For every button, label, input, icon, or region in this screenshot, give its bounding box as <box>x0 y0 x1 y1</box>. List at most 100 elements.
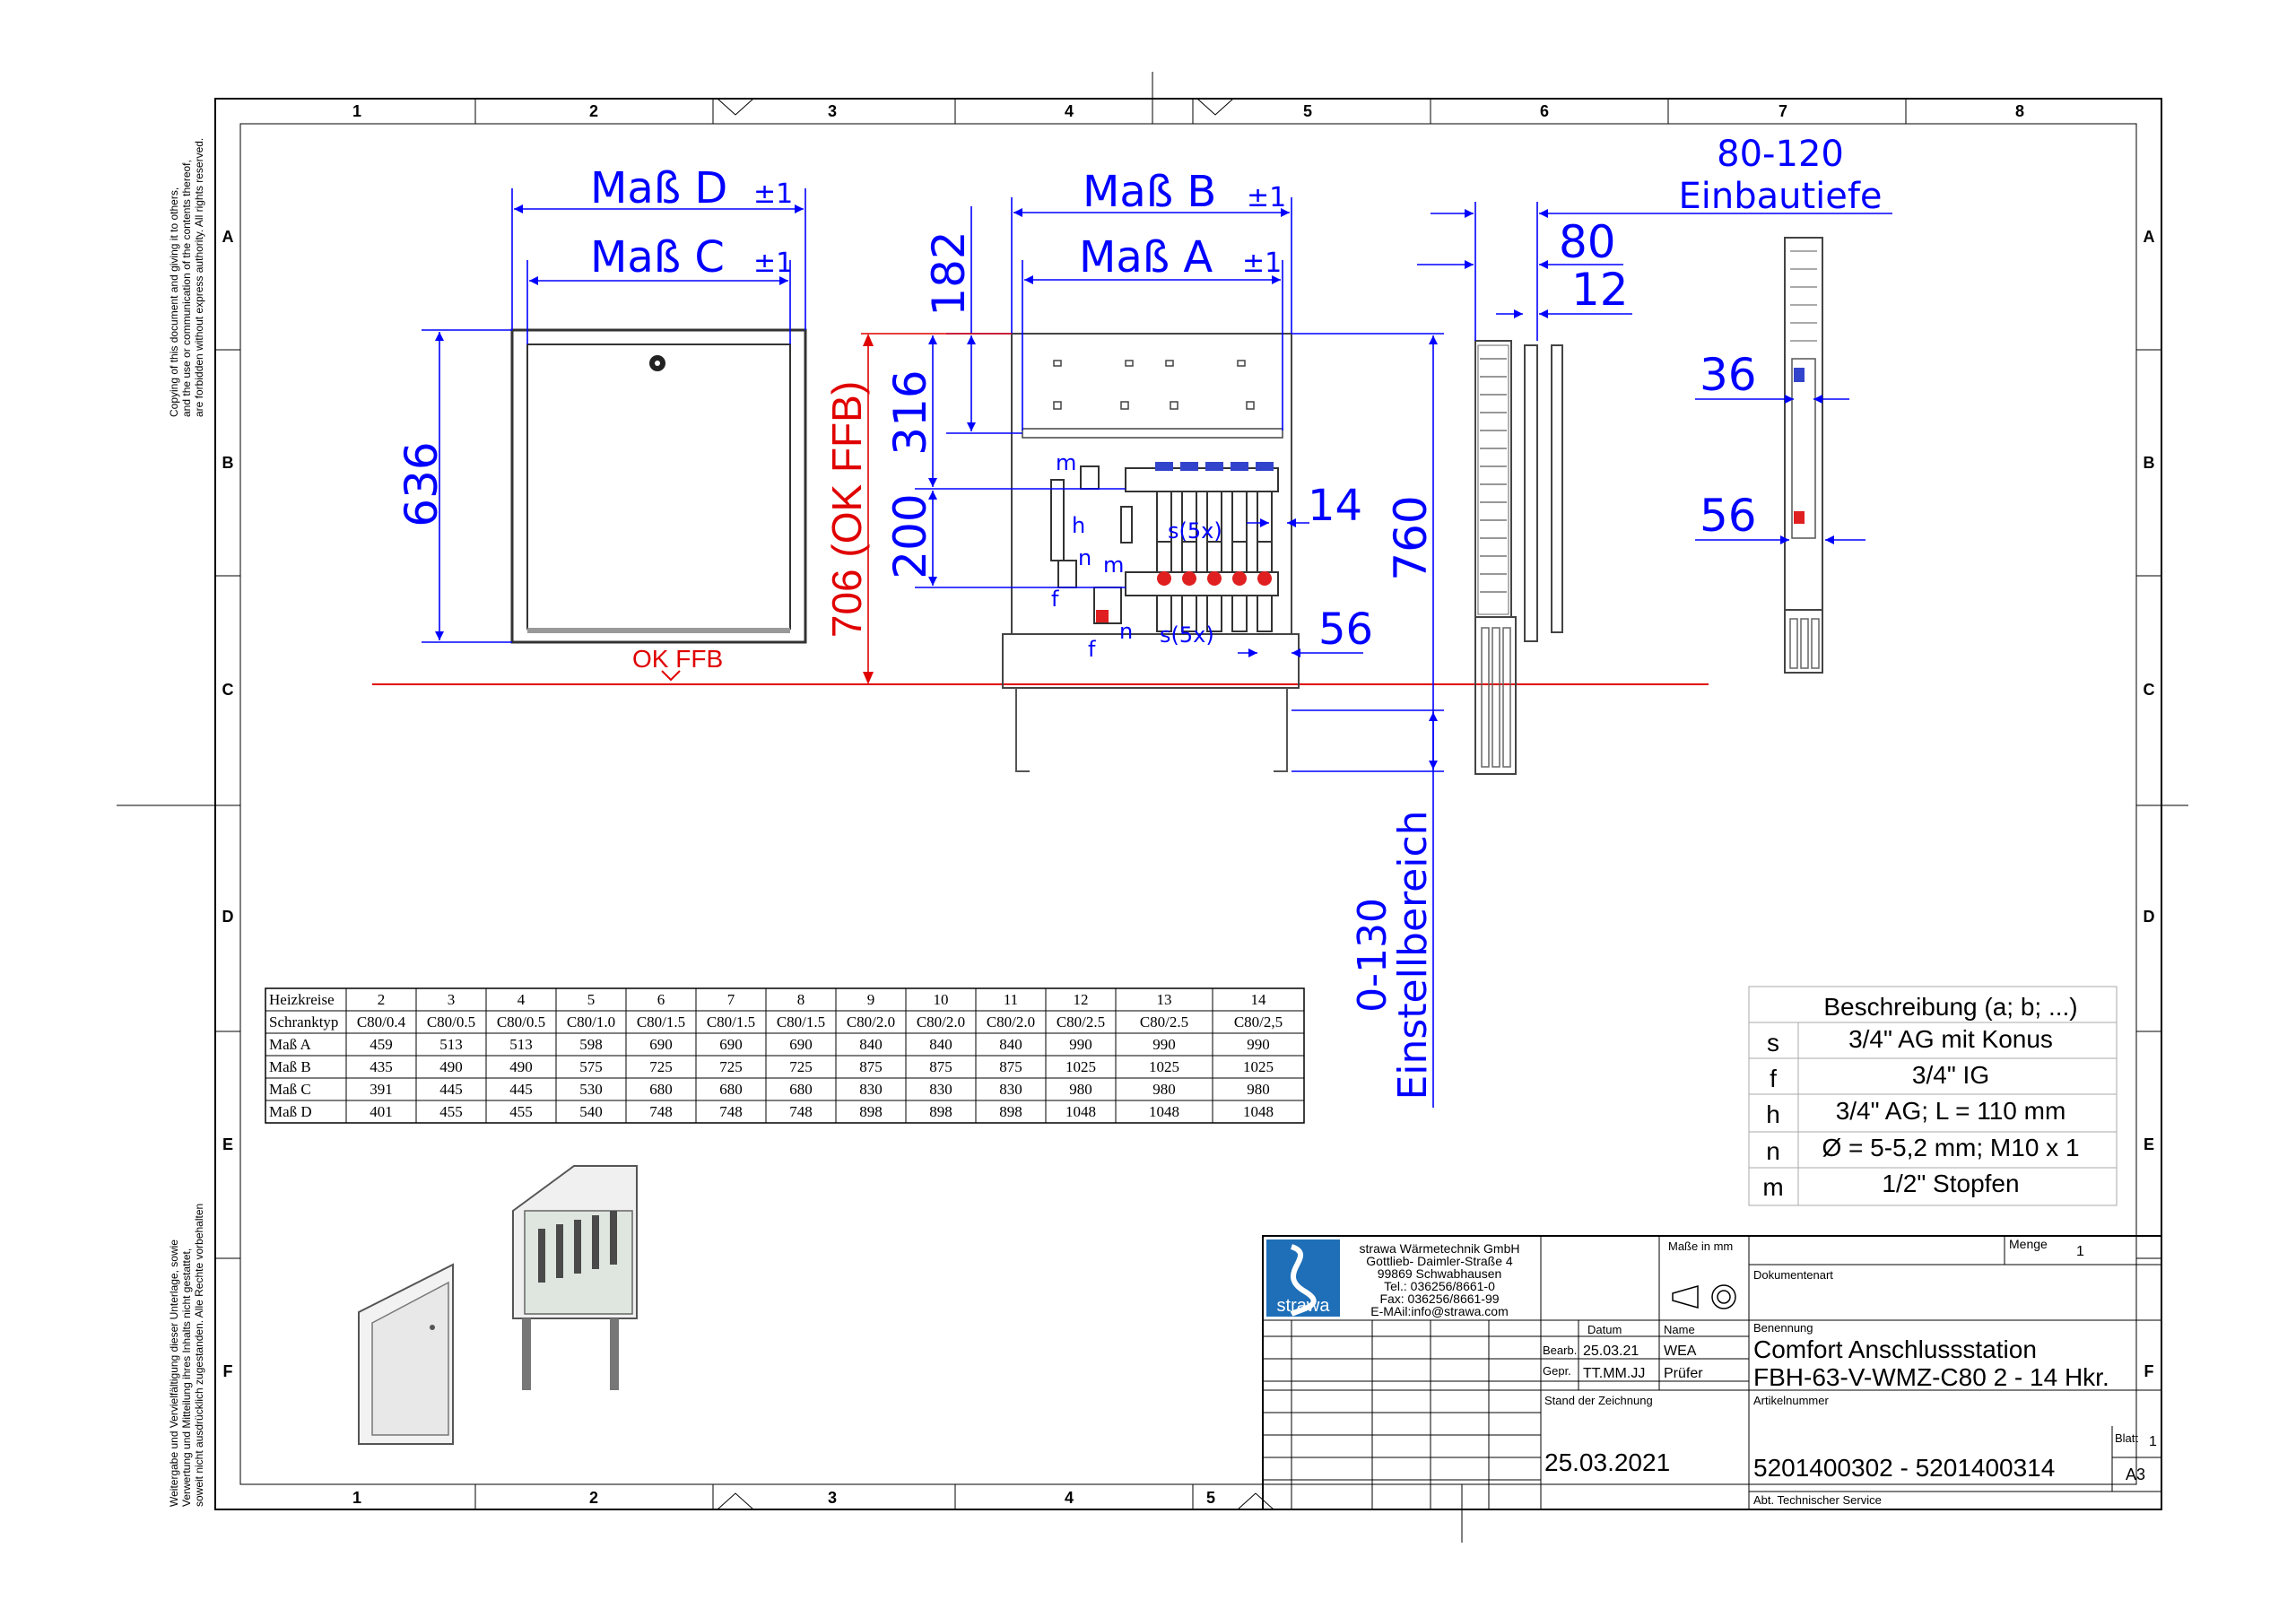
table-cell: 391 <box>370 1081 393 1098</box>
svg-text:±1: ±1 <box>1247 182 1286 213</box>
svg-text:m: m <box>1056 450 1076 475</box>
table-cell: 875 <box>999 1058 1022 1075</box>
table-cell: C80/0.4 <box>357 1013 406 1031</box>
table-cell: 830 <box>859 1081 883 1098</box>
table-cell: 898 <box>929 1103 952 1120</box>
table-cell: 490 <box>439 1058 463 1075</box>
svg-text:80: 80 <box>1559 216 1616 268</box>
svg-text:f: f <box>1051 587 1059 612</box>
description-value: 3/4" AG mit Konus <box>1848 1025 2053 1053</box>
table-header-cell: 2 <box>378 991 386 1008</box>
menge-label: Menge <box>2009 1237 2048 1251</box>
gepr-name: Prüfer <box>1664 1366 1703 1381</box>
cabinet-side-view <box>1474 340 1563 775</box>
dim-80: 80 <box>1417 202 1623 341</box>
dim-80-120: 80-120 Einbautiefe <box>1431 134 1892 218</box>
table-cell: 680 <box>789 1081 813 1098</box>
col-label-bottom-2: 2 <box>589 1489 598 1507</box>
svg-text:±1: ±1 <box>1242 248 1282 279</box>
dim-36: 36 <box>1695 349 1849 404</box>
bearb-date: 25.03.21 <box>1583 1344 1639 1359</box>
svg-text:and the use or communication o: and the use or communication of the cont… <box>180 160 193 417</box>
svg-text:706 (OK FFB): 706 (OK FFB) <box>823 381 870 638</box>
table-cell: 840 <box>859 1036 883 1053</box>
table-cell: C80/2.0 <box>987 1013 1035 1031</box>
svg-text:Maß C: Maß C <box>590 232 725 283</box>
table-header-cell: 7 <box>727 991 735 1008</box>
manifold-outlets <box>1155 462 1274 632</box>
table-cell: 435 <box>370 1058 393 1075</box>
table-cell: 725 <box>719 1058 743 1075</box>
callout-letters: m h n f s(5x) m n s(5x) f <box>1051 450 1222 662</box>
table-cell: 830 <box>999 1081 1022 1098</box>
table-cell: 455 <box>439 1103 463 1120</box>
gepr-label: Gepr. <box>1543 1364 1571 1378</box>
svg-text:56: 56 <box>1700 490 1757 542</box>
table-cell: 1048 <box>1065 1103 1096 1120</box>
table-cell: 748 <box>789 1103 813 1120</box>
table-header-cell: 3 <box>448 991 456 1008</box>
table-cell: Maß A <box>269 1036 311 1053</box>
dim-636: 636 <box>396 329 512 643</box>
table-cell: 830 <box>929 1081 952 1098</box>
description-value: 1/2" Stopfen <box>1882 1170 2019 1197</box>
table-header-cell: 4 <box>517 991 526 1008</box>
table-cell: 1048 <box>1243 1103 1274 1120</box>
svg-text:s(5x): s(5x) <box>1168 518 1222 544</box>
abt-value: Abt. Technischer Service <box>1753 1493 1882 1507</box>
table-cell: C80/2.5 <box>1057 1013 1105 1031</box>
dim-mass-a: Maß A ±1 <box>1022 232 1283 431</box>
logo-text: strawa <box>1277 1296 1331 1316</box>
dim-56-side: 56 <box>1695 490 1866 544</box>
row-label-e: E <box>222 1135 233 1153</box>
col-label-4: 4 <box>1065 102 1074 120</box>
table-cell: 445 <box>509 1081 533 1098</box>
format-value: A3 <box>2126 1465 2145 1483</box>
manifold-side-view <box>1784 237 1823 674</box>
col-label-bottom-4: 4 <box>1065 1489 1074 1507</box>
table-header-cell: 8 <box>797 991 805 1008</box>
table-cell: 1025 <box>1149 1058 1179 1075</box>
row-label-a-right: A <box>2144 228 2155 246</box>
svg-text:Einstellbereich: Einstellbereich <box>1390 810 1436 1100</box>
table-cell: C80/0.5 <box>497 1013 545 1031</box>
svg-text:99869 Schwabhausen: 99869 Schwabhausen <box>1378 1266 1502 1281</box>
name-label: Name <box>1664 1323 1695 1336</box>
column-ticks <box>474 98 1907 1510</box>
drawing-frame: 1 2 3 4 5 6 7 8 1 2 3 4 5 A B C D E F A … <box>117 72 2188 1543</box>
isometric-door-sketch <box>358 1263 454 1445</box>
isometric-cabinet-sketch <box>512 1165 638 1390</box>
cabinet-front-view <box>1002 333 1300 772</box>
dokumentenart-label: Dokumentenart <box>1753 1268 1833 1282</box>
table-cell: 1025 <box>1243 1058 1274 1075</box>
benennung-label: Benennung <box>1753 1321 1813 1335</box>
table-header-cell: 5 <box>587 991 596 1008</box>
table-cell: 401 <box>370 1103 393 1120</box>
col-label-6: 6 <box>1540 102 1549 120</box>
gepr-date: TT.MM.JJ <box>1583 1366 1645 1381</box>
table-cell: 513 <box>439 1036 463 1053</box>
table-cell: 598 <box>579 1036 603 1053</box>
dim-14: 14 <box>1247 481 1362 531</box>
svg-text:Tel.: 036256/8661-0: Tel.: 036256/8661-0 <box>1384 1279 1495 1293</box>
svg-text:Maß A: Maß A <box>1079 232 1213 283</box>
svg-text:200: 200 <box>884 493 936 578</box>
dim-706: 706 (OK FFB) <box>823 333 1012 684</box>
table-cell: 490 <box>509 1058 533 1075</box>
table-cell: 725 <box>649 1058 673 1075</box>
ok-ffb-label: OK FFB <box>632 645 723 673</box>
menge-value: 1 <box>2076 1244 2084 1259</box>
row-label-e-right: E <box>2144 1135 2154 1153</box>
col-label-bottom-3: 3 <box>828 1489 837 1507</box>
artikel-label: Artikelnummer <box>1753 1394 1829 1407</box>
row-ticks <box>215 349 2161 1259</box>
table-cell: 459 <box>370 1036 393 1053</box>
svg-text:56: 56 <box>1318 604 1373 655</box>
svg-text:±1: ±1 <box>753 178 793 210</box>
svg-text:316: 316 <box>884 370 936 455</box>
datum-label: Datum <box>1587 1323 1622 1336</box>
dim-vertical-stack: 182 316 200 <box>884 206 1126 588</box>
copyright-notice: Copying of this document and giving it t… <box>168 138 205 417</box>
svg-text:n: n <box>1078 545 1091 570</box>
table-cell: 690 <box>719 1036 743 1053</box>
